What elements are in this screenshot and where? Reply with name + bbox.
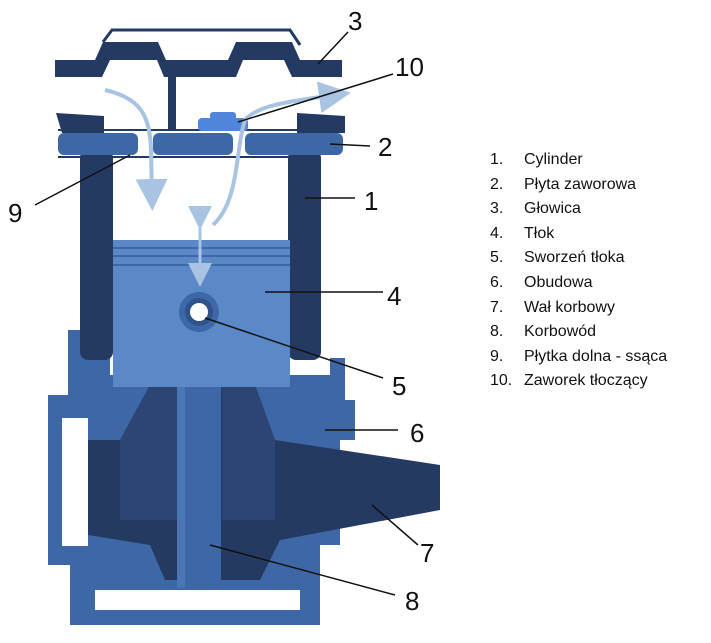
discharge-valve-top <box>210 112 236 120</box>
head-seat-right <box>297 113 345 133</box>
callout-2: 2 <box>378 132 392 162</box>
legend-item: 6.Obudowa <box>490 273 593 291</box>
discharge-valve <box>198 118 248 131</box>
cylinder-head-bridge <box>101 28 302 46</box>
legend-item: 8.Korbowód <box>490 323 597 341</box>
cylinder-wall-left <box>80 150 113 360</box>
legend-label: Głowica <box>524 200 581 218</box>
callout-6: 6 <box>410 418 424 448</box>
piston-pin-hole <box>190 303 208 321</box>
legend-item: 5.Sworzeń tłoka <box>490 249 625 267</box>
callout-10: 10 <box>395 52 424 82</box>
head-seat-left <box>56 113 104 133</box>
head-stem <box>168 77 176 130</box>
callout-5: 5 <box>392 371 406 401</box>
legend-item: 3.Głowica <box>490 200 581 218</box>
legend-label: Płyta zaworowa <box>524 175 637 193</box>
leader-5 <box>204 317 384 379</box>
legend-label: Tłok <box>524 224 555 242</box>
legend-label: Wał korbowy <box>524 298 615 316</box>
legend-item: 4.Tłok <box>490 224 555 242</box>
legend-label: Płytka dolna - ssąca <box>524 347 668 365</box>
callout-1: 1 <box>364 186 378 216</box>
valve-plate-right <box>245 133 343 155</box>
leader-lines <box>34 31 419 596</box>
leader-10 <box>237 73 394 123</box>
callout-8: 8 <box>405 586 419 616</box>
legend-label: Obudowa <box>524 273 593 291</box>
legend-item: 10.Zaworek tłoczący <box>490 372 648 390</box>
housing-left-window <box>62 418 88 546</box>
leader-7 <box>371 504 419 546</box>
cylinder-wall-right <box>288 150 321 360</box>
legend-item: 1.Cylinder <box>490 151 583 168</box>
crankshaft-web-right <box>222 385 275 520</box>
valve-plate-center <box>153 133 233 155</box>
connecting-rod-highlight <box>177 320 185 588</box>
legend-label: Sworzeń tłoka <box>524 249 625 267</box>
suction-flow-arrow <box>104 88 168 211</box>
valve-plate-left <box>58 133 138 155</box>
legend-item: 7.Wał korbowy <box>490 298 615 316</box>
cylinder-head <box>55 42 342 77</box>
callout-4: 4 <box>387 281 401 311</box>
parts-legend: 1.Cylinder 2.Płyta zaworowa 3.Głowica 4.… <box>490 148 667 394</box>
leader-3 <box>317 31 349 65</box>
legend-label: Cylinder <box>524 151 583 168</box>
legend-item: 2.Płyta zaworowa <box>490 175 637 193</box>
legend-item: 9.Płytka dolna - ssąca <box>490 347 668 365</box>
callout-7: 7 <box>420 538 434 568</box>
crankshaft-web-left <box>120 385 178 520</box>
leader-9 <box>34 154 131 206</box>
leader-2 <box>329 143 371 147</box>
housing-bottom-window <box>95 590 300 610</box>
callout-3: 3 <box>348 6 362 36</box>
leader-8 <box>209 544 396 596</box>
legend-label: Korbowód <box>524 323 597 341</box>
callout-9: 9 <box>8 198 22 228</box>
legend-label: Zaworek tłoczący <box>524 372 648 390</box>
